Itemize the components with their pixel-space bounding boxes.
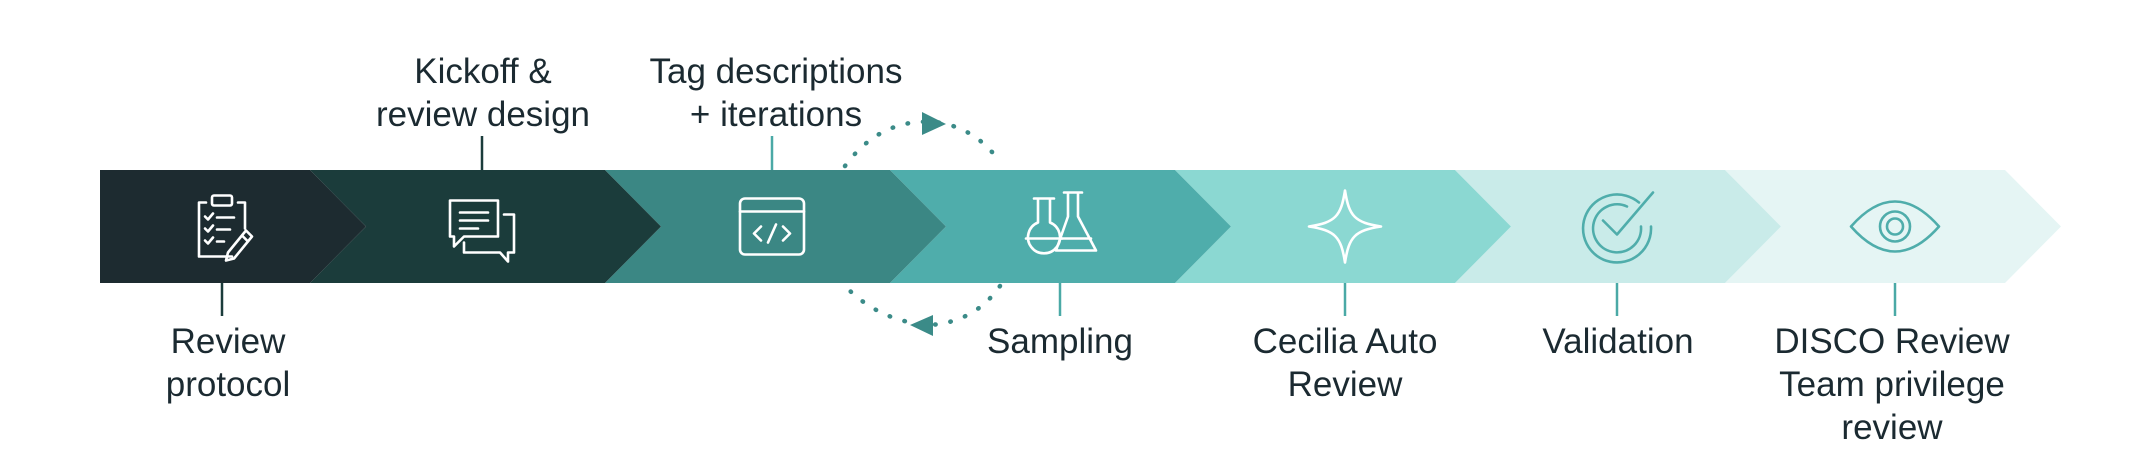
cycle-arrowhead-bottom — [910, 315, 933, 336]
code-window-icon — [738, 197, 806, 256]
cycle-arc-top — [842, 119, 1003, 169]
check-badge-icon — [1581, 191, 1655, 264]
eye-icon — [1849, 200, 1941, 253]
step-label-6: Validation — [1542, 322, 1694, 361]
step-label-3: Tag descriptions + iterations — [649, 52, 903, 134]
step-label-1: Review protocol — [165, 322, 291, 404]
chevron-step-2 — [310, 170, 661, 283]
chevron-step-4 — [890, 170, 1231, 283]
lab-flasks-icon — [1024, 191, 1098, 255]
chevron-step-5 — [1175, 170, 1511, 283]
chevron-step-7 — [1725, 170, 2061, 283]
chat-bubbles-icon — [448, 199, 516, 263]
step-label-4: Sampling — [987, 322, 1133, 361]
cycle-arrowhead-top — [922, 112, 946, 135]
chevron-step-6 — [1455, 170, 1781, 283]
step-label-2: Kickoff & review design — [376, 52, 590, 134]
step-label-7: DISCO Review Team privilege review — [1774, 322, 2010, 447]
iteration-cycle — [842, 112, 1003, 336]
chevron-step-1 — [100, 170, 366, 283]
sparkle-icon — [1307, 189, 1383, 264]
clipboard-checklist-pen-icon — [197, 194, 254, 262]
step-label-5: Cecilia Auto Review — [1252, 322, 1438, 404]
